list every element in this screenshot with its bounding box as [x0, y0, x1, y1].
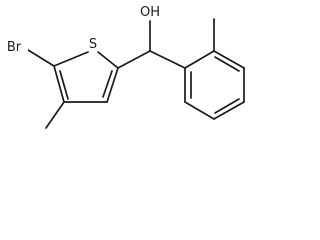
carbinol-center: [117, 20, 186, 69]
chemical-structure: S Br OH: [2, 2, 245, 129]
bond-c3-c2-double: [102, 70, 113, 98]
atom-labels: S Br OH: [2, 2, 162, 55]
bond-r2-r3-double: [214, 56, 240, 72]
bond-c2-ch: [117, 50, 151, 69]
bond-c5-c4: [53, 65, 65, 103]
bond-r5-r6: [184, 101, 215, 120]
hydroxyl-label-bg: [138, 2, 162, 20]
bond-s-c5: [53, 51, 89, 67]
bromine-label: Br: [7, 40, 22, 55]
bromine-label-bg: [2, 36, 28, 54]
thiophene-substituents: [27, 49, 65, 129]
bond-c5-c4-double: [59, 70, 69, 100]
bond-ch-aryl: [149, 50, 186, 69]
bond-c3-c2: [106, 67, 119, 103]
bond-r4-r5: [213, 101, 245, 120]
hydroxyl-label: OH: [140, 5, 160, 20]
bond-c4-methyl: [45, 101, 65, 129]
bond-c5-br: [27, 49, 55, 67]
bond-r2-r3: [213, 50, 245, 69]
bond-r4-r5-double: [214, 98, 240, 114]
bond-s-c2: [97, 51, 119, 69]
bond-r1-r2: [184, 50, 215, 69]
sulfur-label-bg: [86, 33, 99, 51]
thiophene-ring: [53, 51, 119, 103]
tolyl-ring: [184, 18, 245, 120]
sulfur-label: S: [89, 37, 97, 52]
